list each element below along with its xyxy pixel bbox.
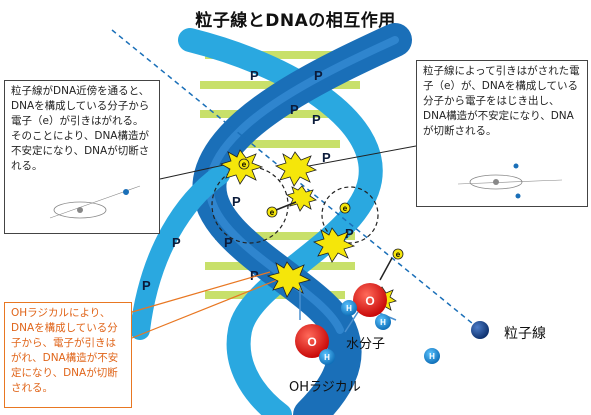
- phosphate-label: P: [250, 68, 259, 83]
- hydrogen-label: H: [346, 304, 352, 313]
- spark-icon: [286, 185, 317, 212]
- callout-connector-orange: [131, 271, 271, 313]
- oh-radical-label: OHラジカル: [289, 380, 361, 395]
- water-molecule-label: 水分子: [346, 337, 386, 352]
- oxygen-atom: [295, 324, 329, 358]
- hydrogen-label: H: [324, 353, 330, 362]
- electron-label: e: [343, 204, 348, 213]
- phosphate-labels: P P P P P P P P P P P: [142, 68, 354, 293]
- hydrogen-atom: [424, 348, 440, 364]
- phosphate-label: P: [250, 268, 259, 283]
- dna-strand-dark: [192, 23, 412, 415]
- electron-arrow: [379, 257, 393, 281]
- electron-label: e: [396, 250, 401, 259]
- electron-orbit: [321, 186, 379, 244]
- electron-icon: [339, 202, 351, 214]
- atom-sketch-icon: [49, 185, 141, 219]
- oxygen-label: O: [307, 335, 316, 349]
- phosphate-label: P: [232, 194, 241, 209]
- page-title: 粒子線とDNAの相互作用: [195, 11, 396, 31]
- electron-arrow: [275, 201, 297, 211]
- electron-label: e: [242, 160, 247, 169]
- atom-sketch-icon: [457, 163, 563, 199]
- spark-icon: [274, 151, 318, 187]
- callout-connector: [297, 145, 417, 169]
- phosphate-label: P: [322, 150, 331, 165]
- oxygen-atom: [353, 283, 387, 317]
- electron-icon: [266, 206, 278, 218]
- oh-radical: O H: [295, 324, 335, 365]
- dna-strand-light-left: [130, 165, 230, 340]
- phosphate-label: P: [142, 278, 151, 293]
- phosphate-label: P: [312, 112, 321, 127]
- hydrogen-atom: [375, 314, 391, 330]
- particle-icon: [471, 321, 489, 339]
- base-pair: [210, 140, 340, 148]
- oxygen-label: O: [365, 294, 374, 308]
- phosphate-label: P: [172, 235, 181, 250]
- electron-icon: [238, 158, 250, 170]
- particle-beam-label: 粒子線: [504, 326, 546, 342]
- hydrogen-atom: [319, 349, 335, 365]
- electron-label: e: [270, 208, 275, 217]
- phosphate-label: P: [224, 235, 233, 250]
- callout-oh-radical: OHラジカルにより、DNAを構成している分子から、電子が引きはがれ、DNA構造が…: [4, 302, 132, 408]
- hydrogen-label: H: [429, 352, 435, 361]
- phosphate-label: P: [290, 102, 299, 117]
- spark-icon: [312, 227, 356, 263]
- base-pair: [215, 232, 355, 240]
- hydrogen-atom: [341, 300, 357, 316]
- radical-arrow: [344, 311, 359, 333]
- base-pair: [205, 51, 345, 59]
- phosphate-label: P: [345, 226, 354, 241]
- water-molecule: O H H: [341, 283, 391, 330]
- electron-icon: [392, 248, 404, 260]
- phosphate-label: P: [314, 68, 323, 83]
- hydrogen-label: H: [380, 318, 386, 327]
- callout-connector-orange: [131, 277, 283, 339]
